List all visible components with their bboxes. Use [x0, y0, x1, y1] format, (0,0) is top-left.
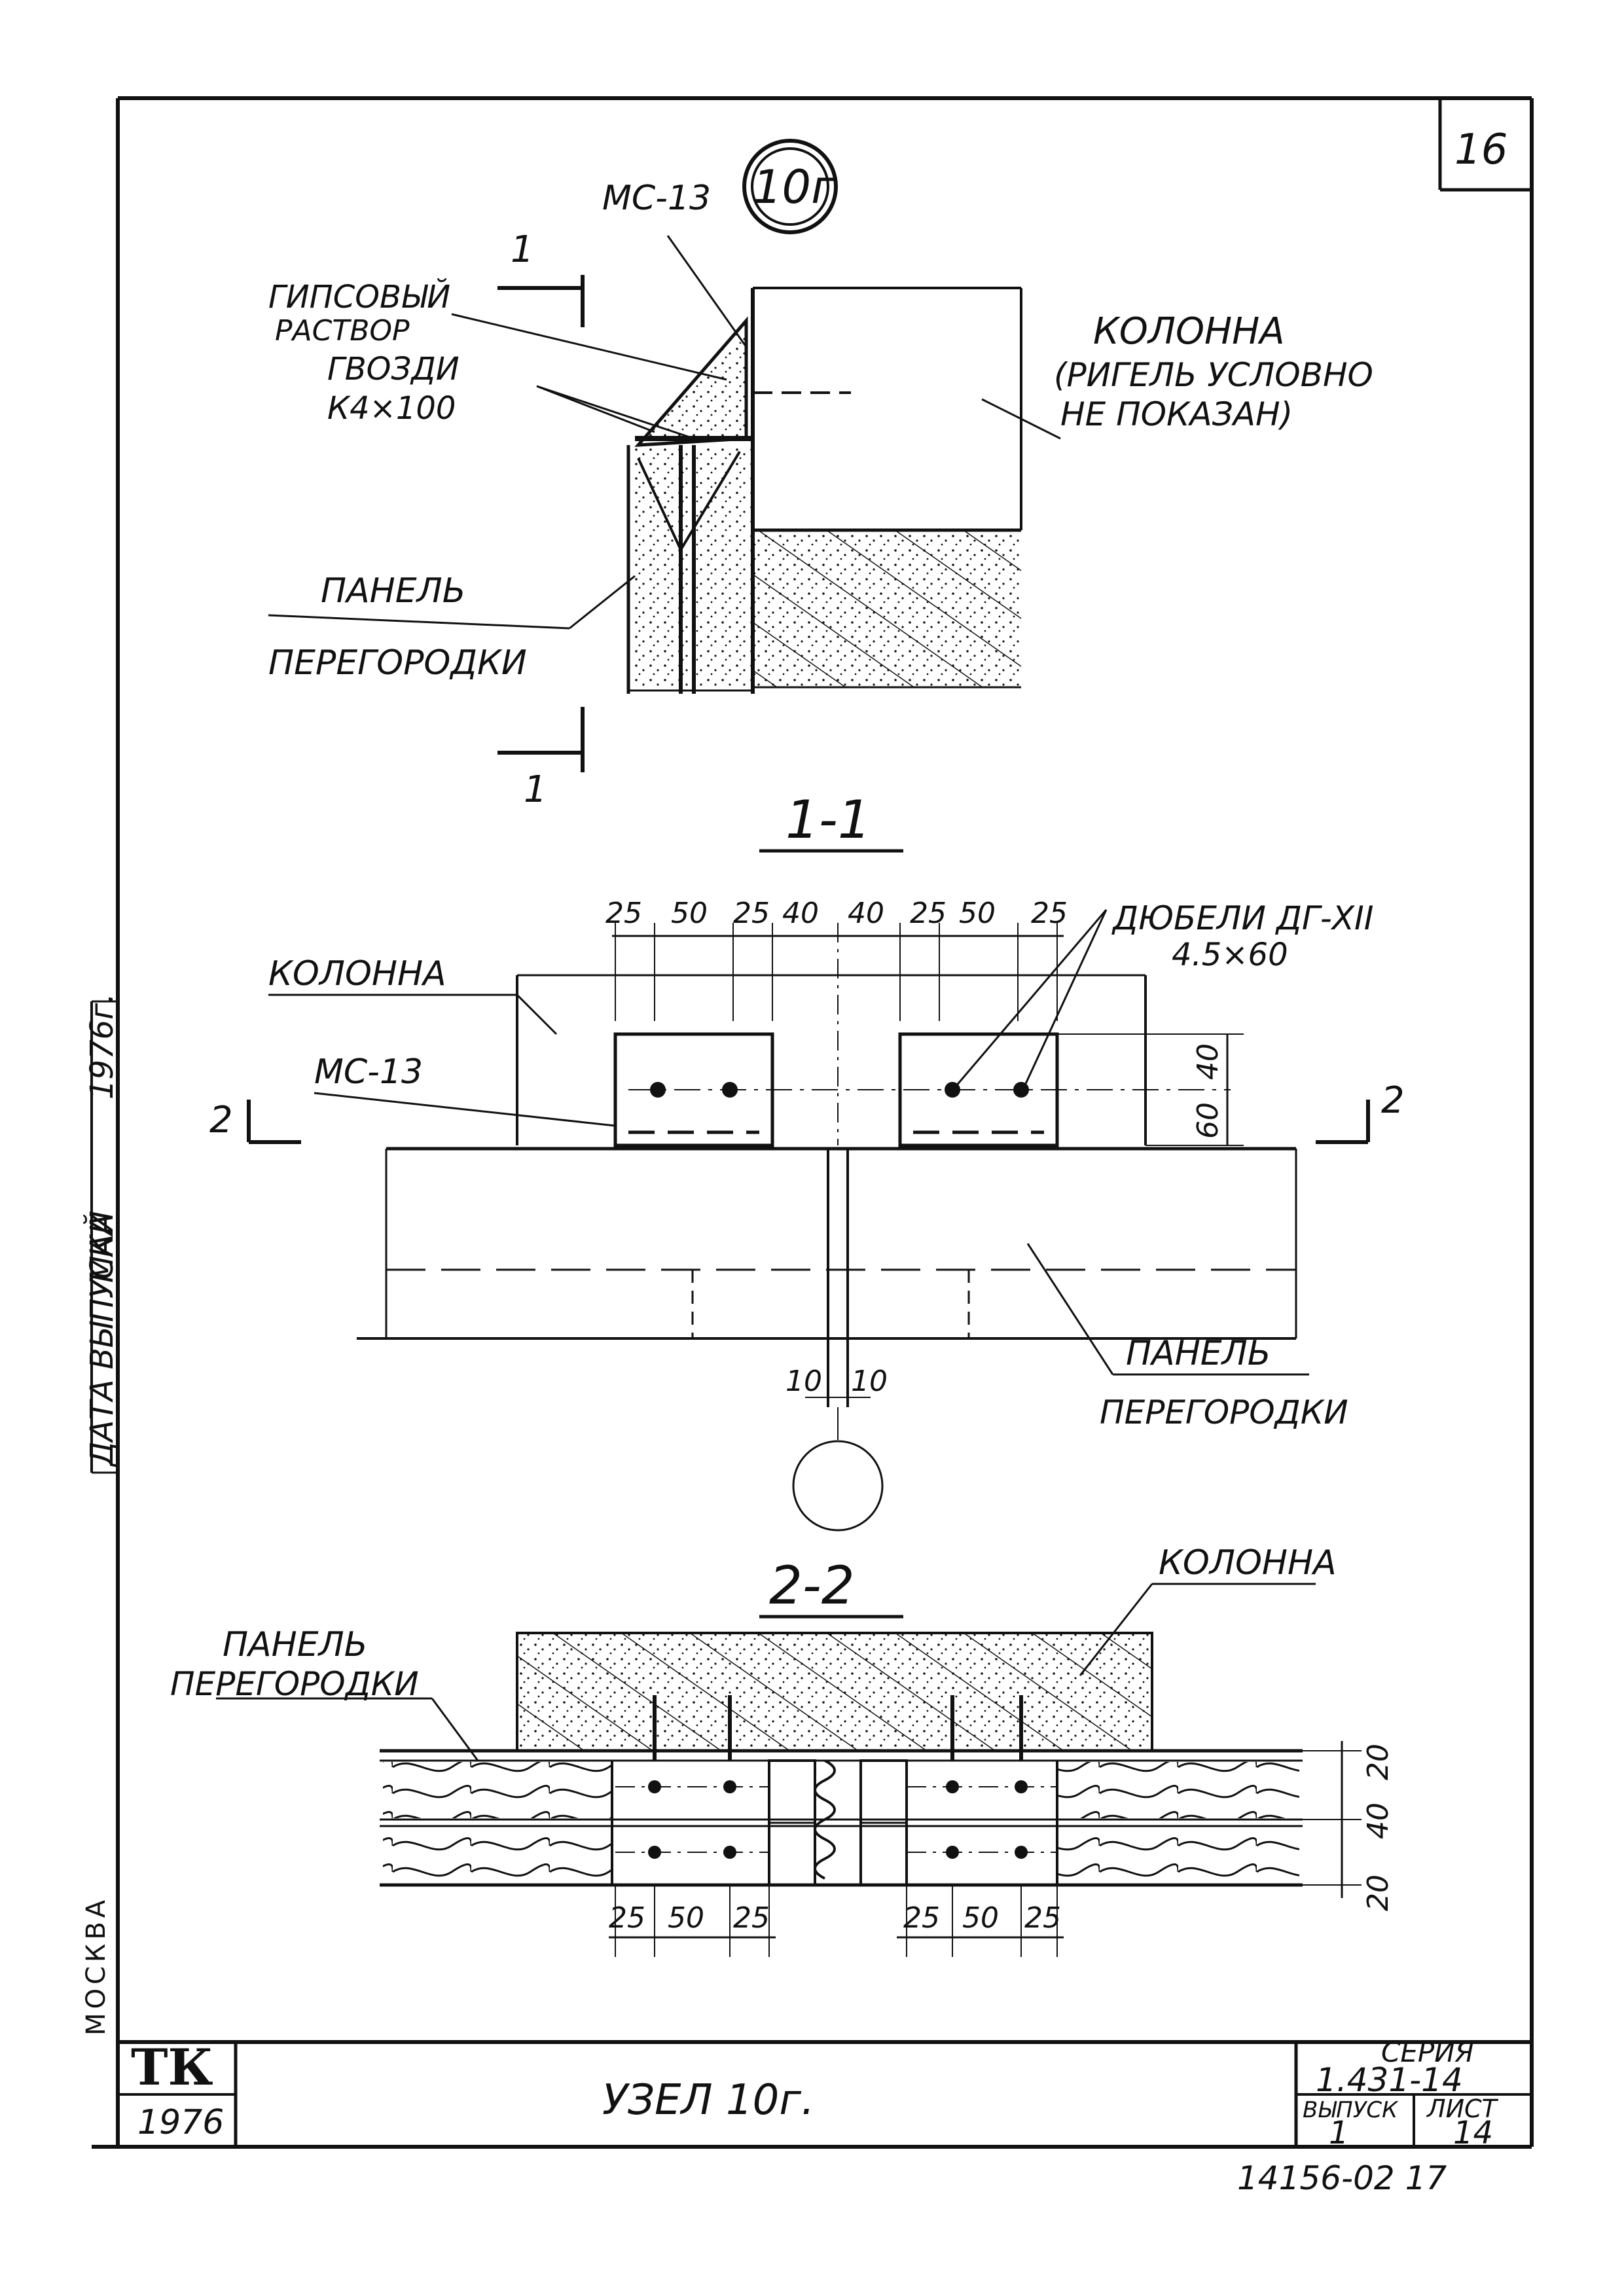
- section-mark-2-right: [1316, 1100, 1370, 1144]
- beam-note-2: НЕ ПОКАЗАН): [1060, 395, 1293, 433]
- dimension-chain-2-2-right: [1303, 1741, 1362, 1898]
- issue-value: 1: [1329, 2115, 1349, 2151]
- dim-1-1-top-4: 40: [782, 897, 819, 930]
- top-leaders: [268, 235, 1061, 630]
- sheet-frame: [92, 96, 1534, 2149]
- node-marker: [742, 139, 838, 234]
- panel-mid-label-2: ПЕРЕГОРОДКИ: [1100, 1393, 1348, 1431]
- dim-2-2-side-1: 20: [1362, 1744, 1395, 1780]
- column-top-label: КОЛОННА: [1093, 310, 1285, 353]
- dim-1-1-top-3: 25: [733, 897, 770, 930]
- side-year: 1976г.: [84, 993, 120, 1100]
- section-mark-2-left-label: 2: [209, 1099, 233, 1141]
- gypsum-mortar-label-1: ГИПСОВЫЙ: [268, 278, 450, 315]
- dim-2-2-left-1: 25: [609, 1901, 645, 1935]
- dim-1-1-top-2: 50: [671, 897, 708, 930]
- title-block: [118, 2040, 1532, 2147]
- panel-top-detail: [626, 316, 851, 694]
- series-label: СЕРИЯ: [1381, 2036, 1474, 2068]
- section-1-1-drawing: [357, 974, 1297, 1532]
- gypsum-mortar-label-2: РАСТВОР: [275, 314, 410, 348]
- title-year: 1976: [137, 2103, 224, 2142]
- title-logo: ТК: [131, 2038, 213, 2096]
- column-top-detail: [751, 287, 1022, 694]
- beam-note-1: (РИГЕЛЬ УСЛОВНО: [1054, 356, 1373, 394]
- dim-2-2-side-3: 20: [1362, 1874, 1395, 1911]
- dim-2-2-right-2: 50: [962, 1901, 999, 1935]
- dimension-chain-2-2-bottom: [609, 1885, 1064, 1957]
- side-city: МОСКВА: [81, 1896, 111, 2036]
- dim-1-1-bottom-2: 10: [851, 1365, 888, 1398]
- dim-1-1-top-8: 25: [1031, 897, 1068, 930]
- side-stamp-frame: [90, 1000, 118, 1474]
- section-mark-1-bottom-label: 1: [524, 768, 547, 811]
- nails-label-1: ГВОЗДИ: [327, 351, 460, 387]
- nails-label-2: К4×100: [327, 390, 456, 427]
- series-value: 1.431-14: [1316, 2061, 1463, 2099]
- archive-number: 14156-02 17: [1237, 2159, 1447, 2197]
- mc13-mid-label: МС-13: [314, 1052, 423, 1092]
- column-bottom-label: КОЛОННА: [1159, 1543, 1337, 1583]
- title-main: УЗЕЛ 10г.: [602, 2076, 814, 2125]
- dim-1-1-top-5: 40: [848, 897, 884, 930]
- dim-1-1-top-7: 50: [959, 897, 996, 930]
- dim-1-1-top-6: 25: [910, 897, 947, 930]
- panel-top-label-2: ПЕРЕГОРОДКИ: [268, 643, 527, 683]
- section-mark-1-top: [497, 275, 585, 327]
- section-2-2-drawing: [380, 1632, 1303, 1887]
- issue-label: ВЫПУСК: [1303, 2097, 1399, 2123]
- node-marker-label: 10г: [753, 160, 836, 214]
- section-title-1-1: 1-1: [785, 789, 871, 850]
- dimension-chain-1-1-top: [612, 923, 1064, 1145]
- dim-2-2-right-3: 25: [1024, 1901, 1061, 1935]
- section-1-1-leaders: [268, 909, 1309, 1376]
- side-month: МАЙ: [83, 1211, 120, 1283]
- section-mark-2-right-label: 2: [1381, 1079, 1405, 1122]
- dowels-label-2: 4.5×60: [1172, 937, 1288, 973]
- panel-bottom-label-2: ПЕРЕГОРОДКИ: [170, 1665, 419, 1703]
- section-mark-1-bottom: [497, 707, 585, 772]
- dim-1-1-right-2: 60: [1191, 1102, 1225, 1139]
- column-mid-label: КОЛОННА: [268, 954, 446, 994]
- section-title-2-2: 2-2: [769, 1555, 855, 1616]
- section-2-2-leaders: [216, 1583, 1316, 1761]
- panel-bottom-label-1: ПАНЕЛЬ: [223, 1625, 367, 1664]
- mc13-top-label: МС-13: [602, 179, 711, 218]
- dim-1-1-right-1: 40: [1191, 1043, 1225, 1080]
- panel-top-label-1: ПАНЕЛЬ: [321, 571, 465, 611]
- dim-2-2-left-2: 50: [668, 1901, 704, 1935]
- section-mark-1-top-label: 1: [511, 228, 534, 271]
- dim-2-2-left-3: 25: [733, 1901, 770, 1935]
- dowels-label-1: ДЮБЕЛИ ДГ-ХII: [1111, 899, 1374, 937]
- panel-mid-label-1: ПАНЕЛЬ: [1126, 1334, 1271, 1373]
- section-mark-2-left: [247, 1100, 301, 1144]
- dim-1-1-bottom-1: 10: [785, 1365, 822, 1398]
- dim-2-2-side-2: 40: [1362, 1803, 1395, 1839]
- sheet-label: ЛИСТ: [1426, 2094, 1499, 2123]
- dimension-chain-1-1-right: [1057, 1033, 1244, 1146]
- dim-2-2-right-1: 25: [903, 1901, 940, 1935]
- sheet-value: 14: [1453, 2115, 1493, 2151]
- dim-1-1-top-1: 25: [605, 897, 642, 930]
- sheet-corner-number: 16: [1454, 126, 1507, 174]
- side-release-date: ДАТА ВЫПУСКА: [84, 1213, 120, 1467]
